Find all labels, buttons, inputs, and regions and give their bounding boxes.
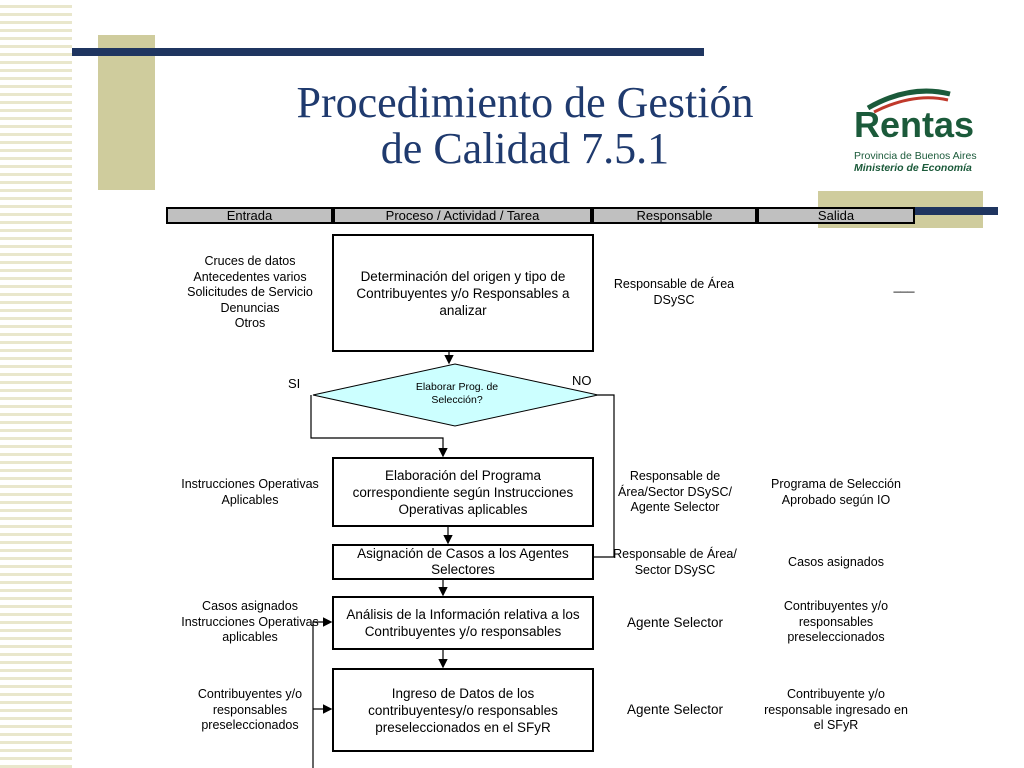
slide-title: Procedimiento de Gestión de Calidad 7.5.… bbox=[200, 80, 850, 172]
row1-entrada-item: Cruces de datos bbox=[204, 254, 296, 268]
row4-responsable: Agente Selector bbox=[626, 615, 724, 630]
logo-subtitle-ministry: Ministerio de Economía bbox=[854, 162, 972, 174]
logo-subtitle-province: Provincia de Buenos Aires bbox=[854, 150, 977, 162]
header-responsable: Responsable bbox=[592, 207, 757, 224]
decorative-square-top bbox=[98, 35, 155, 190]
logo-swoosh-icon bbox=[866, 88, 951, 114]
row1-proceso-box: Determinación del origen y tipo de Contr… bbox=[332, 234, 594, 352]
title-line-2: de Calidad 7.5.1 bbox=[380, 124, 670, 173]
decorative-line-top bbox=[72, 48, 704, 56]
row4-entrada-item: Casos asignados bbox=[202, 599, 298, 613]
row4-proceso-box: Análisis de la Información relativa a lo… bbox=[332, 596, 594, 650]
row1-salida: ___ bbox=[893, 279, 915, 293]
row2-proceso-box: Elaboración del Programa correspondiente… bbox=[332, 457, 594, 527]
row4-entrada-item: aplicables bbox=[222, 630, 278, 644]
row4-entrada-item: Instrucciones Operativas bbox=[181, 614, 319, 629]
row5-proceso-box: Ingreso de Datos de los contribuyentesy/… bbox=[332, 668, 594, 752]
header-salida: Salida bbox=[757, 207, 915, 224]
row2-entrada: Instrucciones Operativas Aplicables bbox=[181, 477, 319, 507]
row4-salida: Contribuyentes y/o responsables preselec… bbox=[783, 599, 889, 644]
decision-text: Elaborar Prog. de Selección? bbox=[415, 381, 499, 406]
title-line-1: Procedimiento de Gestión bbox=[296, 78, 754, 127]
row3-proceso-box: Asignación de Casos a los Agentes Select… bbox=[332, 544, 594, 580]
row3-salida: Casos asignados bbox=[788, 555, 884, 569]
row1-responsable: Responsable de Área DSySC bbox=[613, 277, 735, 307]
rentas-logo: Rentas Provincia de Buenos Aires Ministe… bbox=[850, 86, 1010, 176]
row3-responsable: Responsable de Área/ Sector DSySC bbox=[613, 547, 737, 577]
decision-no-label: NO bbox=[572, 373, 592, 388]
row4-entrada: Casos asignados Instrucciones Operativas… bbox=[168, 599, 332, 646]
row2-salida: Programa de Selección Aprobado según IO bbox=[771, 477, 901, 507]
header-proceso: Proceso / Actividad / Tarea bbox=[333, 207, 592, 224]
row5-responsable: Agente Selector bbox=[626, 702, 724, 717]
row1-entrada-item: Denuncias bbox=[220, 300, 280, 315]
decorative-stripes bbox=[0, 0, 72, 768]
row1-entrada-item: Otros bbox=[234, 316, 266, 330]
decorative-line-right bbox=[915, 207, 998, 215]
row2-responsable: Responsable de Área/Sector DSySC/ Agente… bbox=[618, 469, 732, 514]
row5-salida: Contribuyente y/o responsable ingresado … bbox=[764, 687, 908, 732]
header-entrada: Entrada bbox=[166, 207, 333, 224]
logo-word: Rentas bbox=[854, 104, 975, 145]
row1-entrada: Cruces de datos Antecedentes varios Soli… bbox=[168, 254, 332, 332]
row1-entrada-item: Solicitudes de Servicio bbox=[187, 285, 313, 299]
row1-entrada-item: Antecedentes varios bbox=[193, 269, 307, 284]
row5-entrada: Contribuyentes y/o responsables preselec… bbox=[197, 687, 303, 732]
decision-si-label: SI bbox=[288, 376, 301, 391]
decision-diamond bbox=[312, 363, 599, 427]
